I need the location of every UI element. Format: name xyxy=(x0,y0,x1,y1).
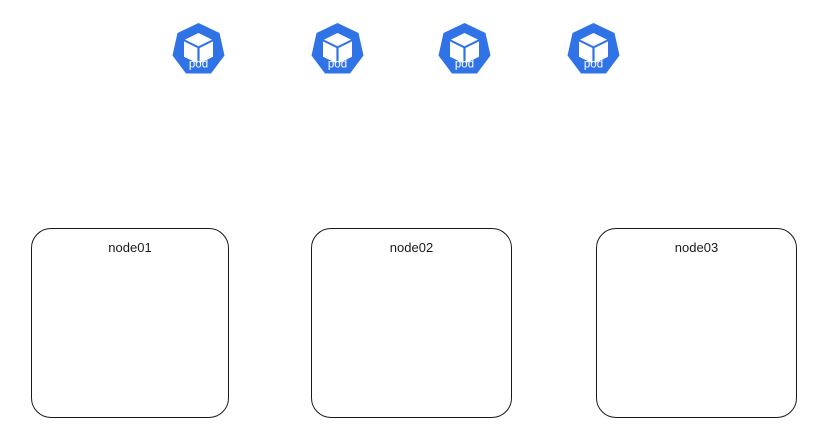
kubernetes-pod-icon: pod xyxy=(438,23,491,74)
node-box-node03[interactable]: node03 xyxy=(596,228,797,418)
kubernetes-pod-icon: pod xyxy=(567,23,620,74)
pod-label: pod xyxy=(584,59,603,71)
pod-label: pod xyxy=(328,59,347,71)
node-label: node01 xyxy=(108,240,152,255)
pod-label: pod xyxy=(189,59,208,71)
pod-node-1[interactable]: pod xyxy=(170,22,227,79)
pod-node-2[interactable]: pod xyxy=(309,22,366,79)
pod-node-4[interactable]: pod xyxy=(565,22,622,79)
node-box-node02[interactable]: node02 xyxy=(311,228,512,418)
node-box-node01[interactable]: node01 xyxy=(31,228,229,418)
kubernetes-pod-icon: pod xyxy=(172,23,225,74)
node-label: node02 xyxy=(389,240,434,255)
pod-label: pod xyxy=(455,59,474,71)
pod-node-3[interactable]: pod xyxy=(436,22,493,79)
kubernetes-pod-icon: pod xyxy=(311,23,364,74)
node-label: node03 xyxy=(674,240,719,255)
